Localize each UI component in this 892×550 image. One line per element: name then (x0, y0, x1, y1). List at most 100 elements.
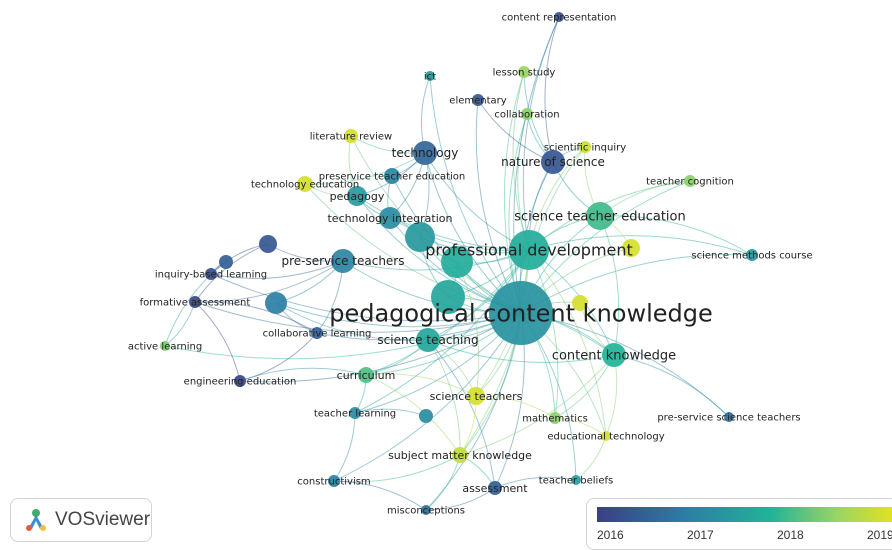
node-label-ibl[interactable]: inquiry-based learning (155, 270, 267, 281)
node-u9[interactable] (419, 409, 433, 423)
node-label-nos[interactable]: nature of science (501, 155, 605, 169)
node-ped[interactable] (347, 186, 367, 206)
node-nos[interactable] (541, 150, 565, 174)
node-math[interactable] (549, 412, 561, 424)
edge-st-asm (427, 339, 496, 489)
node-stea[interactable] (467, 387, 485, 405)
node-label-ste[interactable]: science teacher education (514, 210, 685, 225)
node-u5[interactable] (622, 239, 640, 257)
node-tedu[interactable] (297, 176, 313, 192)
node-label-smk[interactable]: subject matter knowledge (388, 449, 532, 462)
edge-fa-cl (194, 301, 318, 334)
node-label-pst[interactable]: pre-service teachers (281, 254, 404, 268)
node-ck[interactable] (602, 343, 626, 367)
node-label-ck[interactable]: content knowledge (552, 349, 676, 364)
node-lr[interactable] (344, 129, 358, 143)
node-label-con[interactable]: constructivism (297, 477, 370, 488)
edge-pd-cur (365, 249, 530, 376)
edge-ste-ck (599, 215, 620, 356)
node-label-tb[interactable]: teacher beliefs (539, 476, 613, 487)
node-ls[interactable] (518, 66, 530, 78)
node-label-math[interactable]: mathematics (522, 414, 588, 425)
node-ibl[interactable] (205, 268, 217, 280)
edge-pck-pss (520, 312, 730, 418)
node-pst[interactable] (331, 249, 355, 273)
node-con[interactable] (328, 475, 340, 487)
node-pck[interactable] (489, 281, 553, 345)
node-al[interactable] (160, 341, 170, 351)
node-label-al[interactable]: active learning (128, 342, 202, 353)
node-u1[interactable] (441, 246, 473, 278)
node-u8[interactable] (219, 255, 233, 269)
vosviewer-logo-box: VOSviewer (10, 498, 152, 542)
node-tc[interactable] (684, 175, 696, 187)
node-ti[interactable] (379, 207, 401, 229)
node-label-ti[interactable]: technology integration (327, 212, 452, 225)
node-label-stea[interactable]: science teachers (430, 390, 523, 403)
edge-fa-al (164, 301, 196, 347)
node-si[interactable] (579, 141, 591, 153)
node-u3[interactable] (405, 222, 435, 252)
node-mis[interactable] (421, 505, 431, 515)
node-u4[interactable] (265, 292, 287, 314)
node-u7[interactable] (259, 235, 277, 253)
node-label-ict[interactable]: ict (424, 72, 436, 83)
node-pss[interactable] (724, 412, 734, 422)
node-pd[interactable] (509, 230, 549, 270)
node-pte[interactable] (384, 168, 400, 184)
node-label-ee[interactable]: engineering education (184, 377, 297, 388)
node-label-asm[interactable]: assessment (462, 482, 528, 495)
node-label-fa[interactable]: formative assessment (140, 298, 251, 309)
node-label-st[interactable]: science teaching (377, 333, 478, 347)
node-fa[interactable] (189, 296, 201, 308)
node-label-lr[interactable]: literature review (310, 132, 392, 143)
node-tech[interactable] (413, 141, 437, 165)
node-label-ls[interactable]: lesson study (493, 68, 556, 79)
node-cur[interactable] (358, 367, 374, 383)
edge-pd-ped (356, 195, 530, 251)
node-label-tedu[interactable]: technology education (251, 180, 359, 191)
node-st[interactable] (416, 328, 440, 352)
node-el[interactable] (472, 94, 484, 106)
node-label-tl[interactable]: teacher learning (314, 409, 396, 420)
node-cr[interactable] (554, 12, 564, 22)
node-label-col[interactable]: collaboration (494, 110, 559, 121)
node-col[interactable] (521, 108, 533, 120)
edge-pck-fa (194, 301, 522, 333)
node-et[interactable] (601, 431, 611, 441)
node-label-tc[interactable]: teacher cognition (646, 177, 734, 188)
node-label-el[interactable]: elementary (449, 96, 506, 107)
edge-ste-smc (599, 215, 753, 256)
node-asm[interactable] (488, 481, 502, 495)
node-label-cur[interactable]: curriculum (337, 369, 396, 382)
node-label-mis[interactable]: misconceptions (387, 506, 465, 517)
node-label-ped[interactable]: pedagogy (330, 190, 385, 203)
node-ee[interactable] (234, 375, 246, 387)
node-tl[interactable] (349, 407, 361, 419)
node-label-si[interactable]: scientific inquiry (544, 143, 626, 154)
node-label-pck[interactable]: pedagogical content knowledge (329, 299, 713, 327)
node-label-et[interactable]: educational technology (547, 432, 664, 443)
node-u2[interactable] (431, 280, 465, 314)
edge-pd-math (528, 249, 559, 419)
node-u6[interactable] (572, 295, 588, 311)
node-label-pd[interactable]: professional development (425, 241, 633, 260)
edge-pst-ibl (210, 260, 344, 279)
node-label-pte[interactable]: preservice teacher education (319, 172, 466, 183)
node-label-cr[interactable]: content representation (502, 13, 617, 24)
node-label-pss[interactable]: pre-service science teachers (657, 413, 800, 424)
node-label-tech[interactable]: technology (392, 146, 459, 160)
edge-pck-ibl (210, 273, 522, 322)
node-smc[interactable] (746, 249, 758, 261)
node-ste[interactable] (586, 202, 614, 230)
node-cl[interactable] (311, 327, 323, 339)
node-tb[interactable] (571, 475, 581, 485)
edge-st-smk (427, 339, 461, 456)
edge-smk-con (333, 454, 461, 483)
edge-pck-ict (429, 75, 522, 314)
node-smk[interactable] (452, 447, 468, 463)
node-ict[interactable] (425, 71, 435, 81)
node-label-smc[interactable]: science methods course (691, 251, 812, 262)
node-label-cl[interactable]: collaborative learning (263, 329, 372, 340)
